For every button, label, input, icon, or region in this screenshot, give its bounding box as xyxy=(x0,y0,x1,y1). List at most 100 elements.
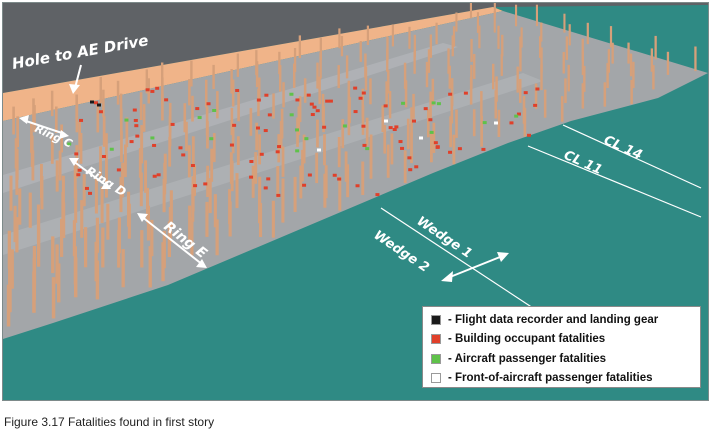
column xyxy=(259,203,263,237)
building-occupant-fatality-marker xyxy=(132,108,137,112)
wedge-boundary-line xyxy=(380,207,534,309)
column xyxy=(386,144,390,178)
column xyxy=(611,42,614,64)
column xyxy=(119,177,123,213)
column xyxy=(215,219,219,256)
column xyxy=(75,103,79,133)
building-occupant-fatality-marker xyxy=(353,86,358,90)
building-occupant-fatality-marker xyxy=(306,93,311,97)
column xyxy=(581,83,585,109)
building-occupant-fatality-marker xyxy=(229,143,234,147)
column xyxy=(390,133,394,165)
column xyxy=(105,133,108,166)
aircraft-passenger-fatality-marker xyxy=(482,121,487,125)
column xyxy=(255,122,258,151)
column xyxy=(230,107,234,136)
building-occupant-fatality-marker xyxy=(457,147,462,151)
building-occupant-fatality-marker xyxy=(181,153,186,157)
column xyxy=(51,236,55,274)
building-occupant-fatality-marker xyxy=(295,98,300,102)
column xyxy=(361,88,364,118)
building-occupant-fatality-marker xyxy=(266,177,271,181)
building-occupant-fatality-marker xyxy=(249,159,254,163)
column xyxy=(60,219,64,257)
column xyxy=(543,89,547,118)
building-occupant-fatality-marker xyxy=(407,156,412,160)
legend-swatch-green xyxy=(431,353,441,364)
legend-swatch-white xyxy=(431,373,441,384)
column xyxy=(316,119,319,148)
column xyxy=(254,152,258,184)
column xyxy=(650,48,653,72)
column xyxy=(429,91,432,118)
building-occupant-fatality-marker xyxy=(206,102,211,106)
column xyxy=(127,203,131,239)
column xyxy=(410,107,413,137)
column xyxy=(188,79,191,106)
column xyxy=(412,93,415,119)
ring-d-arrow xyxy=(72,160,108,187)
front-aircraft-passenger-fatality-marker xyxy=(384,119,388,123)
column xyxy=(455,12,458,32)
column xyxy=(607,49,610,73)
aircraft-passenger-fatality-marker xyxy=(365,147,370,151)
building-occupant-fatality-marker xyxy=(235,88,240,92)
building-occupant-fatality-marker xyxy=(448,92,453,96)
column xyxy=(50,90,54,117)
column xyxy=(95,217,99,253)
column xyxy=(652,65,655,90)
column xyxy=(567,64,570,92)
column xyxy=(148,246,152,288)
building-occupant-fatality-marker xyxy=(264,93,269,97)
building-occupant-fatality-marker xyxy=(275,150,280,154)
cl11-line xyxy=(527,145,702,218)
column xyxy=(33,105,36,133)
column xyxy=(447,48,450,74)
column xyxy=(7,230,11,269)
column xyxy=(413,34,416,57)
column xyxy=(425,61,429,88)
building-occupant-fatality-marker xyxy=(134,124,139,128)
legend-item-front-of-aircraft: - Front-of-aircraft passenger fatalities xyxy=(431,369,700,389)
column xyxy=(15,217,19,253)
building-occupant-fatality-marker xyxy=(392,128,397,132)
column xyxy=(408,26,411,49)
building-occupant-fatality-marker xyxy=(263,129,268,133)
column xyxy=(212,133,216,163)
column xyxy=(429,34,432,58)
aircraft-passenger-fatality-marker xyxy=(209,137,214,141)
column xyxy=(271,200,275,238)
column xyxy=(188,205,192,241)
column xyxy=(540,22,543,42)
building-occupant-fatality-marker xyxy=(267,113,272,117)
building-occupant-fatality-marker xyxy=(88,191,93,195)
column xyxy=(82,174,86,207)
front-aircraft-passenger-fatality-marker xyxy=(494,121,498,125)
column xyxy=(208,178,212,214)
column xyxy=(448,65,451,89)
legend-label: - Aircraft passenger fatalities xyxy=(448,352,607,365)
column xyxy=(627,42,630,64)
column xyxy=(28,192,32,228)
column xyxy=(449,116,452,148)
column xyxy=(694,46,697,72)
column xyxy=(210,148,214,182)
building-occupant-fatality-marker xyxy=(276,193,281,197)
column xyxy=(16,116,19,148)
column xyxy=(345,55,349,79)
column xyxy=(563,13,566,33)
column xyxy=(581,51,584,76)
column xyxy=(139,92,143,120)
column xyxy=(96,103,100,133)
column xyxy=(347,80,351,107)
column xyxy=(470,39,473,62)
column xyxy=(299,165,303,199)
column xyxy=(139,172,143,207)
front-aircraft-passenger-fatality-marker xyxy=(317,148,321,152)
column xyxy=(255,61,259,88)
column xyxy=(359,41,362,62)
column xyxy=(57,263,61,303)
column xyxy=(116,80,120,105)
column xyxy=(535,4,538,27)
column xyxy=(281,188,285,223)
